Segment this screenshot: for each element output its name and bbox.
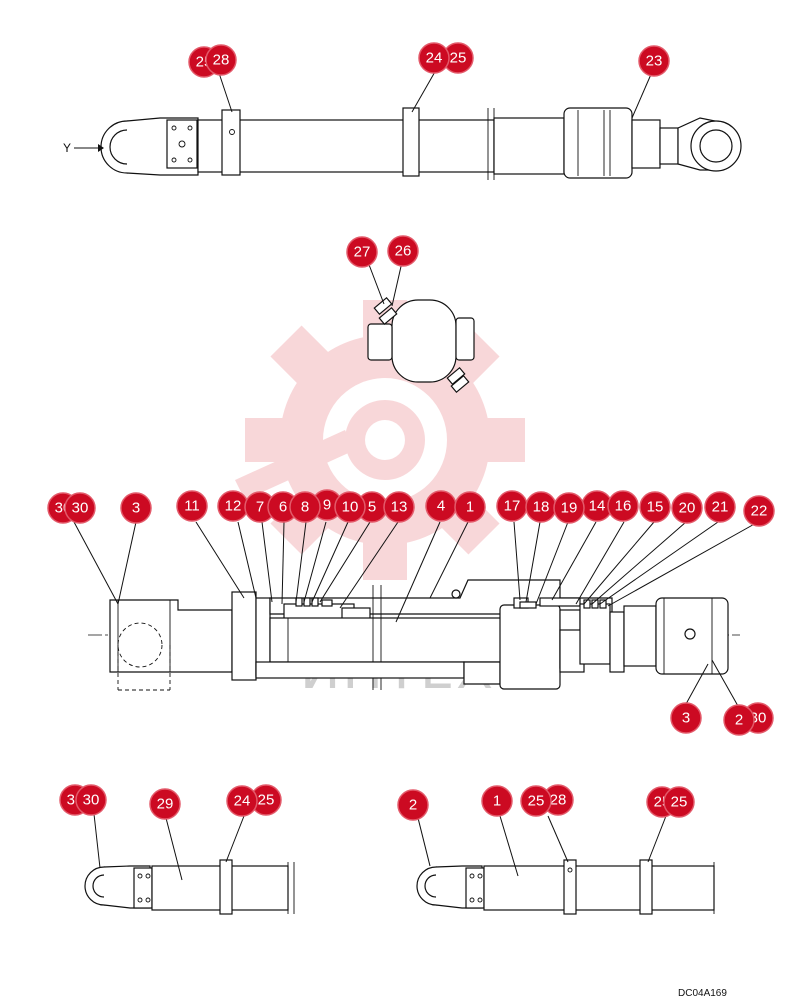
svg-text:25: 25 bbox=[450, 50, 467, 67]
callout-section: 13 bbox=[383, 491, 415, 523]
callout-section: 30 bbox=[64, 492, 96, 524]
callout-section: 21 bbox=[704, 491, 736, 523]
clamp-detail-view bbox=[367, 261, 475, 394]
svg-text:25: 25 bbox=[258, 792, 275, 809]
drawing-code: DC04A169 bbox=[678, 988, 727, 999]
callout-section: 3 bbox=[670, 702, 702, 734]
svg-text:16: 16 bbox=[615, 498, 632, 515]
svg-text:26: 26 bbox=[395, 243, 412, 260]
callout-section: 10 bbox=[334, 491, 366, 523]
callout-top: 28 bbox=[205, 44, 237, 76]
svg-text:21: 21 bbox=[712, 499, 729, 516]
callout-detail: 26 bbox=[387, 235, 419, 267]
callout-section: 8 bbox=[289, 491, 321, 523]
callout-top: 23 bbox=[638, 45, 670, 77]
callout-section: 4 bbox=[425, 490, 457, 522]
callout-top: 25 bbox=[442, 42, 474, 74]
svg-text:25: 25 bbox=[528, 793, 545, 810]
svg-text:29: 29 bbox=[157, 796, 174, 813]
callout-bottom-right: 1 bbox=[481, 785, 513, 817]
callout-section: 19 bbox=[553, 492, 585, 524]
svg-text:2: 2 bbox=[735, 712, 743, 729]
callout-bottom-right: 25 bbox=[520, 785, 552, 817]
svg-text:1: 1 bbox=[466, 499, 474, 516]
svg-text:25: 25 bbox=[671, 794, 688, 811]
callout-section: 17 bbox=[496, 490, 528, 522]
callout-section: 15 bbox=[639, 491, 671, 523]
svg-text:2: 2 bbox=[409, 797, 417, 814]
svg-text:27: 27 bbox=[354, 244, 371, 261]
svg-text:19: 19 bbox=[561, 500, 578, 517]
svg-text:30: 30 bbox=[72, 500, 89, 517]
svg-text:28: 28 bbox=[550, 792, 567, 809]
svg-text:3: 3 bbox=[682, 710, 690, 727]
callout-bottom-left: 29 bbox=[149, 788, 181, 820]
svg-text:9: 9 bbox=[323, 497, 331, 514]
svg-text:17: 17 bbox=[504, 498, 521, 515]
bottom-left-view bbox=[84, 813, 295, 915]
callout-section: 20 bbox=[671, 492, 703, 524]
callout-bottom-left: 30 bbox=[75, 784, 107, 816]
callout-bottom-right: 25 bbox=[663, 786, 695, 818]
callout-section: 1 bbox=[454, 491, 486, 523]
callout-bottom-right: 2 bbox=[397, 789, 429, 821]
callout-section: 22 bbox=[743, 495, 775, 527]
svg-text:13: 13 bbox=[391, 499, 408, 516]
svg-text:4: 4 bbox=[437, 498, 445, 515]
bottom-right-view bbox=[416, 815, 715, 915]
svg-text:11: 11 bbox=[184, 498, 200, 515]
svg-text:12: 12 bbox=[225, 498, 242, 515]
callouts: 25 28 25 24 23 27 26 30 30 3 11 12 7 6 9… bbox=[47, 42, 775, 821]
svg-text:1: 1 bbox=[493, 793, 501, 810]
svg-text:15: 15 bbox=[647, 499, 664, 516]
callout-section: 3 bbox=[120, 492, 152, 524]
section-cylinder-view bbox=[73, 521, 759, 707]
svg-text:23: 23 bbox=[646, 53, 663, 70]
svg-text:22: 22 bbox=[751, 503, 768, 520]
svg-text:20: 20 bbox=[679, 500, 696, 517]
svg-text:6: 6 bbox=[279, 499, 287, 516]
callout-section: 2 bbox=[723, 704, 755, 736]
top-cylinder-view: Y bbox=[63, 69, 742, 180]
svg-text:30: 30 bbox=[83, 792, 100, 809]
svg-text:14: 14 bbox=[589, 498, 606, 515]
svg-text:18: 18 bbox=[533, 499, 550, 516]
callout-detail: 27 bbox=[346, 236, 378, 268]
svg-text:28: 28 bbox=[213, 52, 230, 69]
svg-text:7: 7 bbox=[256, 499, 264, 516]
svg-text:24: 24 bbox=[234, 793, 251, 810]
callout-section: 12 bbox=[217, 490, 249, 522]
callout-section: 11 bbox=[176, 490, 208, 522]
svg-text:24: 24 bbox=[426, 50, 443, 67]
callout-section: 18 bbox=[525, 491, 557, 523]
svg-text:5: 5 bbox=[368, 499, 376, 516]
svg-text:10: 10 bbox=[342, 499, 359, 516]
svg-text:3: 3 bbox=[132, 500, 140, 517]
callout-bottom-left: 24 bbox=[226, 785, 258, 817]
callout-section: 16 bbox=[607, 490, 639, 522]
callout-top: 24 bbox=[418, 42, 450, 74]
svg-text:8: 8 bbox=[301, 499, 309, 516]
view-label-y: Y bbox=[63, 141, 71, 155]
